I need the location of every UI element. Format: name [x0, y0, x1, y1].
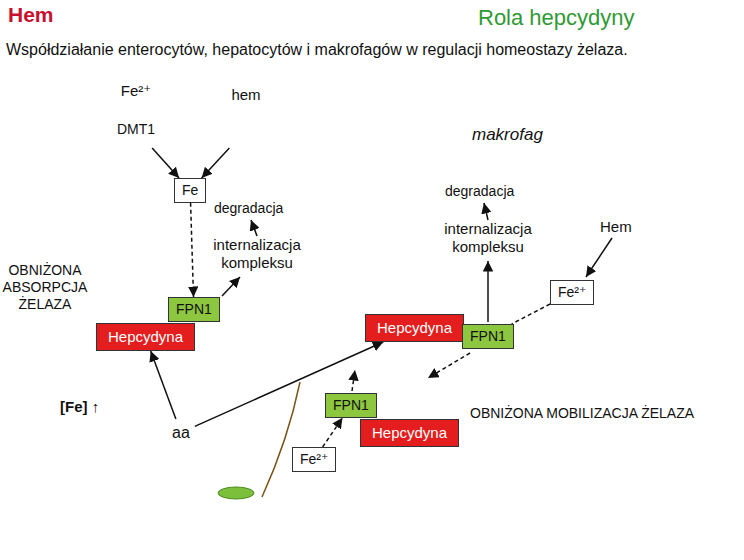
process-label: degradacja [214, 200, 283, 217]
substrate-label: Hem [600, 218, 632, 236]
node-text: DMT1 [103, 121, 169, 138]
node-text: Hepcydyna [372, 424, 447, 442]
hexagon-shape [213, 112, 279, 148]
flow-arrow [512, 304, 550, 324]
ferroportin-box: FPN1 [462, 324, 514, 349]
effect-label: OBNIŻONA ABSORPCJA ŻELAZA [2, 262, 88, 312]
flow-arrow [152, 148, 179, 178]
section-heading: Hem [8, 2, 54, 27]
diagram-title: Rola hepcydyny [478, 5, 635, 31]
flow-arrow [202, 148, 230, 178]
node-text: Fe²⁺ [300, 451, 328, 468]
flow-arrow [195, 342, 383, 426]
subtitle: Współdziałanie enterocytów, hepatocytów … [6, 40, 628, 59]
node-text: aa [172, 423, 190, 442]
effect-label: OBNIŻONA MOBILIZACJA ŻELAZA [470, 405, 694, 422]
node-text: Hepcydyna [108, 328, 183, 346]
node-text: makrofag [472, 125, 543, 145]
process-arrows [222, 203, 612, 391]
node-text: Fe [182, 182, 198, 199]
node-text: Fe²⁺ [558, 284, 586, 301]
node-text: FPN1 [470, 328, 506, 345]
hepcidin-box: Hepcydyna [360, 419, 459, 447]
transporter-hexagon: Fe²⁺ DMT1 [103, 82, 169, 150]
node-text: FPN1 [176, 301, 212, 318]
ferroportin-box: FPN1 [168, 297, 220, 322]
enterocyte-cell [90, 104, 308, 378]
ferroportin-box: FPN1 [325, 393, 377, 418]
hepcidin-box: Hepcydyna [96, 323, 195, 351]
university-logo [5, 512, 45, 552]
gallbladder [218, 487, 254, 499]
node-text: Fe²⁺ [103, 82, 169, 100]
node-text: FPN1 [333, 397, 369, 414]
iron-level-label: [Fe] ↑ [60, 398, 99, 416]
process-label: degradacja [445, 183, 514, 200]
iron-box: Fe [174, 178, 206, 203]
node-text: Hepcydyna [377, 319, 452, 337]
flow-arrow [191, 203, 194, 297]
process-label: internalizacja kompleksu [205, 236, 309, 272]
node-text: hem [213, 86, 279, 104]
hepcidin-box: Hepcydyna [365, 314, 464, 342]
process-label: internalizacja kompleksu [436, 220, 540, 256]
iron-box: Fe²⁺ [292, 447, 336, 472]
hexagon-shape [103, 112, 169, 148]
liver-lobe-line [262, 382, 300, 497]
organ-shape [123, 380, 473, 500]
liver-organ: aa FPN1HepcydynaFe²⁺ [115, 375, 480, 505]
iron-box: Fe²⁺ [550, 280, 594, 305]
transporter-hexagon: hem [213, 82, 279, 150]
flow-arrow [151, 351, 176, 419]
flow-arrow [323, 418, 343, 447]
